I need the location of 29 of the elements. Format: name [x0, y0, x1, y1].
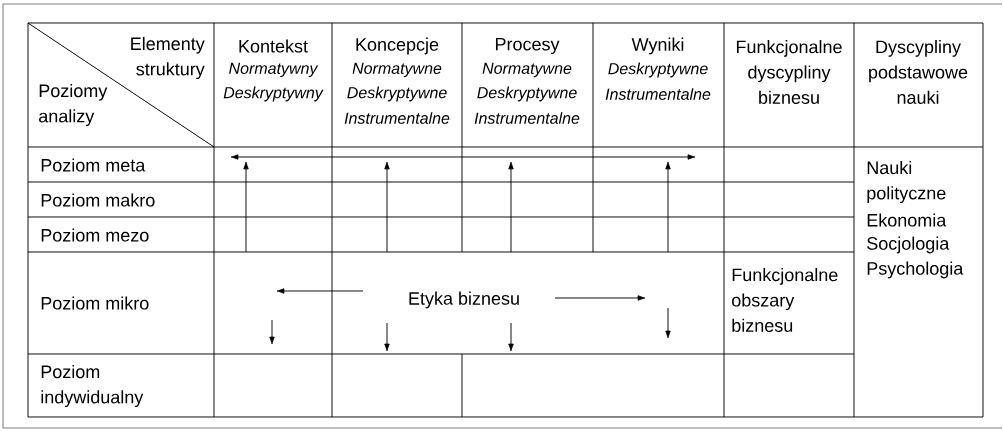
category-text: Normatywny — [229, 62, 319, 78]
row-heading: Poziom mikro — [41, 296, 149, 310]
discipline-name: Nauki polityczne — [867, 160, 946, 204]
center-text: Etyka biznesu — [409, 291, 519, 309]
category-text: Deskryptywny — [223, 86, 324, 102]
area-text: Funkcjonalne obszary biznesu — [732, 268, 838, 332]
column-heading: Wyniki — [631, 37, 684, 55]
discipline-name: Psychologia — [867, 261, 964, 279]
category-text: Instrumentalne — [474, 112, 580, 124]
column-heading: Koncepcje — [356, 37, 439, 55]
category-text: Normatywne — [352, 62, 442, 78]
discipline-name: Ekonomia — [867, 213, 947, 227]
category-text: Normatywne — [482, 62, 572, 78]
column-heading: Procesy — [496, 37, 560, 55]
category-text: Instrumentalne — [605, 88, 711, 100]
row-heading: Poziomy analizy — [39, 83, 108, 127]
row-heading: Poziom mezo — [41, 228, 149, 242]
column-heading: Dyscypliny podstawowe nauki — [869, 40, 968, 104]
row-heading: Poziom meta — [41, 158, 146, 172]
category-text: Instrumentalne — [344, 112, 450, 124]
discipline-name: Socjologia — [867, 236, 950, 254]
column-heading: Elementy struktury — [131, 36, 205, 80]
row-heading: Poziom indywidualny — [41, 364, 144, 408]
column-heading: Funkcjonalne dyscypliny biznesu — [736, 40, 842, 104]
category-text: Deskryptywne — [608, 62, 708, 78]
category-text: Deskryptywne — [347, 86, 447, 102]
column-heading: Kontekst — [239, 39, 308, 53]
category-text: Deskryptywne — [477, 86, 577, 102]
row-heading: Poziom makro — [41, 193, 155, 207]
